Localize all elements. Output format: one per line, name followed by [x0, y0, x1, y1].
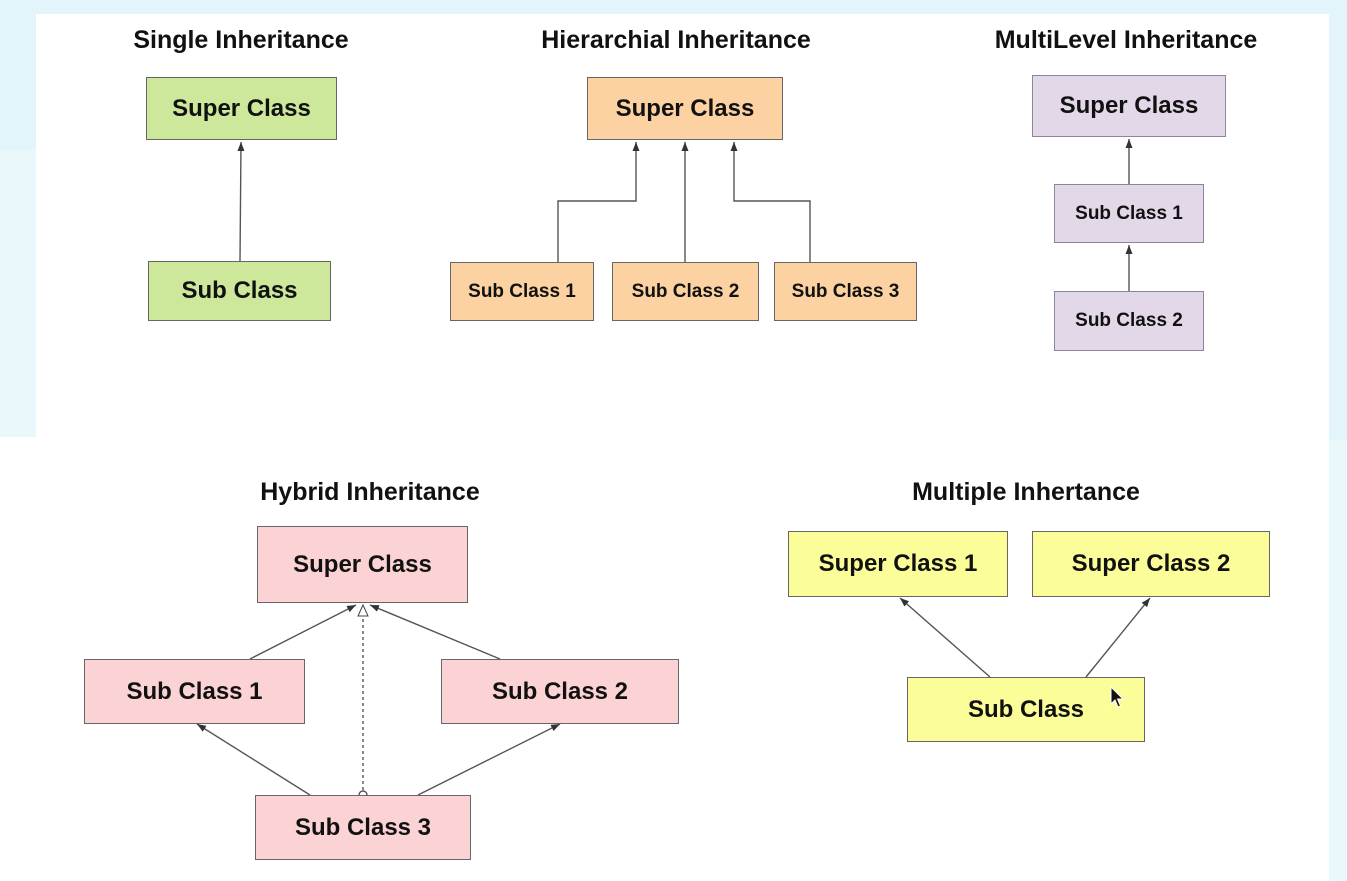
single-inheritance-arrow [237, 141, 245, 262]
hybrid-inheritance-title: Hybrid Inheritance [260, 478, 480, 506]
multilevel-inheritance-title: MultiLevel Inheritance [994, 26, 1258, 54]
hybrid-sub-class-3-box[interactable]: Sub Class 3 [255, 795, 471, 860]
hybrid-arrow-sub1-super [249, 604, 357, 660]
hierarchical-inheritance-title: Hierarchial Inheritance [541, 26, 811, 54]
multilevel-super-class-box[interactable]: Super Class [1032, 75, 1226, 137]
hierarchical-super-class-box[interactable]: Super Class [587, 77, 783, 140]
hierarchical-sub-class-3-box[interactable]: Sub Class 3 [774, 262, 917, 321]
hybrid-arrow-sub2-super [369, 604, 501, 660]
hier-arrow-sub3 [730, 142, 811, 262]
background-panel-left [0, 150, 40, 440]
multilevel-sub-class-2-box[interactable]: Sub Class 2 [1054, 291, 1204, 351]
hybrid-sub-class-2-box[interactable]: Sub Class 2 [441, 659, 679, 724]
hier-arrow-sub1 [557, 142, 640, 262]
multiple-arrow-super1 [899, 597, 991, 678]
hierarchical-sub-class-2-box[interactable]: Sub Class 2 [612, 262, 759, 321]
mouse-cursor-icon [1110, 686, 1125, 708]
hybrid-super-class-box[interactable]: Super Class [257, 526, 468, 603]
single-inheritance-title: Single Inheritance [133, 26, 349, 54]
multilevel-sub-class-1-box[interactable]: Sub Class 1 [1054, 184, 1204, 243]
single-sub-class-box[interactable]: Sub Class [148, 261, 331, 321]
hybrid-sub-class-1-box[interactable]: Sub Class 1 [84, 659, 305, 724]
multiple-arrow-super2 [1085, 597, 1151, 678]
hybrid-arrow-sub3-sub1 [196, 723, 311, 796]
multiple-super-class-1-box[interactable]: Super Class 1 [788, 531, 1008, 597]
multiple-super-class-2-box[interactable]: Super Class 2 [1032, 531, 1270, 597]
background-panel-right [1327, 440, 1347, 881]
hierarchical-sub-class-1-box[interactable]: Sub Class 1 [450, 262, 594, 321]
multiple-sub-class-box[interactable]: Sub Class [907, 677, 1145, 742]
single-super-class-box[interactable]: Super Class [146, 77, 337, 140]
multiple-inheritance-title: Multiple Inhertance [912, 478, 1140, 506]
hybrid-arrow-sub3-sub2 [417, 723, 561, 796]
